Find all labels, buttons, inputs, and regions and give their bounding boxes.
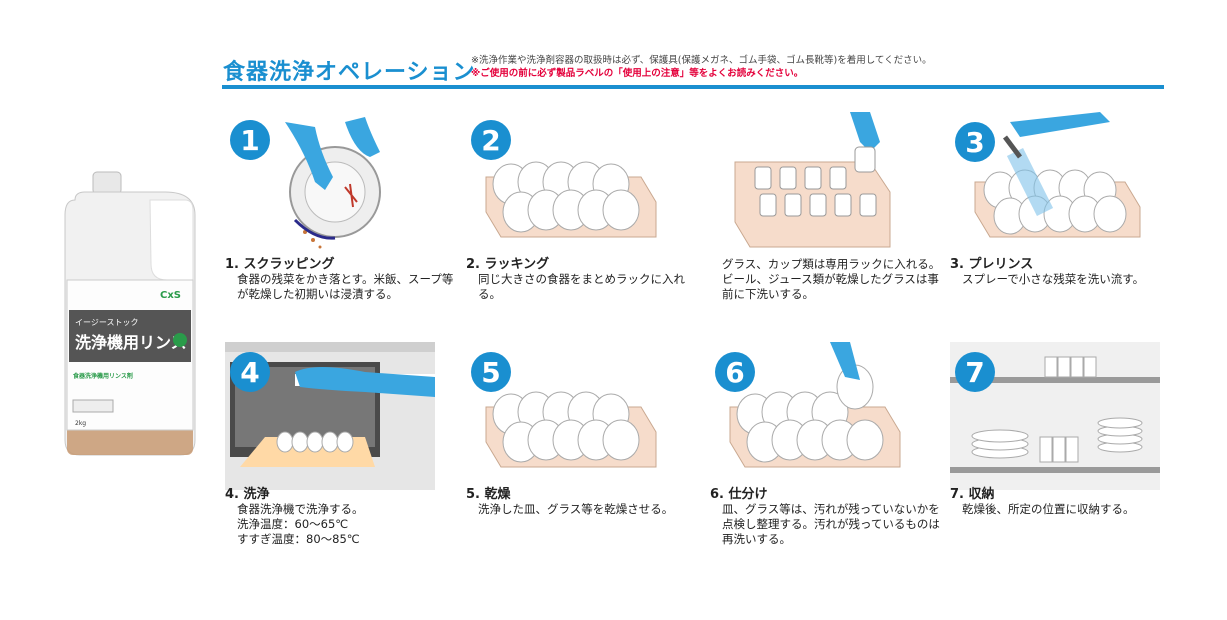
glove-icon bbox=[850, 112, 880, 152]
glass-rack-illustration bbox=[734, 112, 891, 248]
step-description: スプレーで小さな残菜を洗い流す。 bbox=[962, 272, 1145, 286]
product-category: 食器洗浄機用リンス剤 bbox=[72, 372, 133, 380]
step-caption: 4. 洗浄 食器洗浄機で洗浄する。 洗浄温度：60〜65℃ すすぎ温度：80〜8… bbox=[225, 487, 460, 547]
rinse-temperature: すすぎ温度：80〜85℃ bbox=[237, 532, 360, 546]
step-caption: 6. 仕分け 皿、グラス等は、汚れが残っていないかを点検し整理する。汚れが残って… bbox=[710, 487, 945, 547]
step-heading: 4. 洗浄 bbox=[225, 487, 270, 502]
step-number-badge: 4 bbox=[230, 352, 270, 392]
step-heading: 2. ラッキング bbox=[466, 257, 550, 272]
step-caption: 1. スクラッピング 食器の残菜をかき落とす。米飯、スープ等が乾燥した初期いは浸… bbox=[225, 257, 460, 302]
page-title: 食器洗浄オペレーション bbox=[223, 60, 476, 85]
step-description: グラス、カップ類は専用ラックに入れる。ビール、ジュース類が乾燥したグラスは事前に… bbox=[722, 257, 941, 301]
step-description: 乾燥後、所定の位置に収納する。 bbox=[962, 502, 1135, 516]
safety-notes: ※洗浄作業や洗浄剤容器の取扱時は必ず、保護具(保護メガネ、ゴム手袋、ゴム長靴等)… bbox=[471, 54, 932, 80]
step-caption: 7. 収納 乾燥後、所定の位置に収納する。 bbox=[950, 487, 1185, 517]
step-caption: 2. ラッキング 同じ大きさの食器をまとめラックに入れる。 bbox=[466, 257, 701, 302]
step-description: 洗浄した皿、グラス等を乾燥させる。 bbox=[478, 502, 674, 516]
product-bottle-image: CxS イージーストック 洗浄機用リンス 食器洗浄機用リンス剤 2kg bbox=[64, 171, 196, 456]
step-caption: 3. プレリンス スプレーで小さな残菜を洗い流す。 bbox=[950, 257, 1185, 287]
step-number-badge: 3 bbox=[955, 122, 995, 162]
wash-temperature: 洗浄温度：60〜65℃ bbox=[237, 517, 349, 531]
product-weight: 2kg bbox=[75, 420, 86, 427]
step-heading: 1. スクラッピング bbox=[225, 257, 335, 272]
step-description: 皿、グラス等は、汚れが残っていないかを点検し整理する。汚れが残っているものは再洗… bbox=[722, 502, 940, 546]
step-heading: 7. 収納 bbox=[950, 487, 995, 502]
step-caption: 5. 乾燥 洗浄した皿、グラス等を乾燥させる。 bbox=[466, 487, 701, 517]
step-heading: 5. 乾燥 bbox=[466, 487, 511, 502]
brand-logo: CxS bbox=[160, 290, 181, 301]
step-description: 食器洗浄機で洗浄する。 bbox=[237, 502, 364, 516]
prerinse-illustration bbox=[974, 112, 1141, 238]
step-number-badge: 7 bbox=[955, 352, 995, 392]
glove-icon bbox=[830, 342, 860, 380]
product-series: イージーストック bbox=[75, 318, 138, 327]
step-description: 同じ大きさの食器をまとめラックに入れる。 bbox=[478, 272, 685, 301]
glove-icon bbox=[295, 367, 435, 397]
header-rule bbox=[222, 85, 1164, 89]
step-number-badge: 2 bbox=[471, 120, 511, 160]
step-description: 食器の残菜をかき落とす。米飯、スープ等が乾燥した初期いは浸漬する。 bbox=[237, 272, 454, 301]
glove-icon bbox=[285, 122, 333, 190]
product-name: 洗浄機用リンス bbox=[75, 333, 187, 352]
step-number-badge: 5 bbox=[471, 352, 511, 392]
step-caption: グラス、カップ類は専用ラックに入れる。ビール、ジュース類が乾燥したグラスは事前に… bbox=[710, 257, 945, 302]
step-number-badge: 6 bbox=[715, 352, 755, 392]
step-heading: 6. 仕分け bbox=[710, 487, 768, 502]
safety-note-label: ※ご使用の前に必ず製品ラベルの「使用上の注意」等をよくお読みください。 bbox=[471, 68, 804, 79]
step-heading: 3. プレリンス bbox=[950, 257, 1034, 272]
drying-illustration bbox=[485, 391, 657, 468]
glove-icon bbox=[1010, 112, 1110, 137]
glove-icon bbox=[345, 117, 380, 157]
step-number-badge: 1 bbox=[230, 120, 270, 160]
scraping-illustration bbox=[285, 117, 381, 249]
racking-illustration bbox=[485, 161, 657, 238]
safety-note-ppe: ※洗浄作業や洗浄剤容器の取扱時は必ず、保護具(保護メガネ、ゴム手袋、ゴム長靴等)… bbox=[471, 55, 932, 66]
sorting-illustration bbox=[729, 342, 901, 468]
